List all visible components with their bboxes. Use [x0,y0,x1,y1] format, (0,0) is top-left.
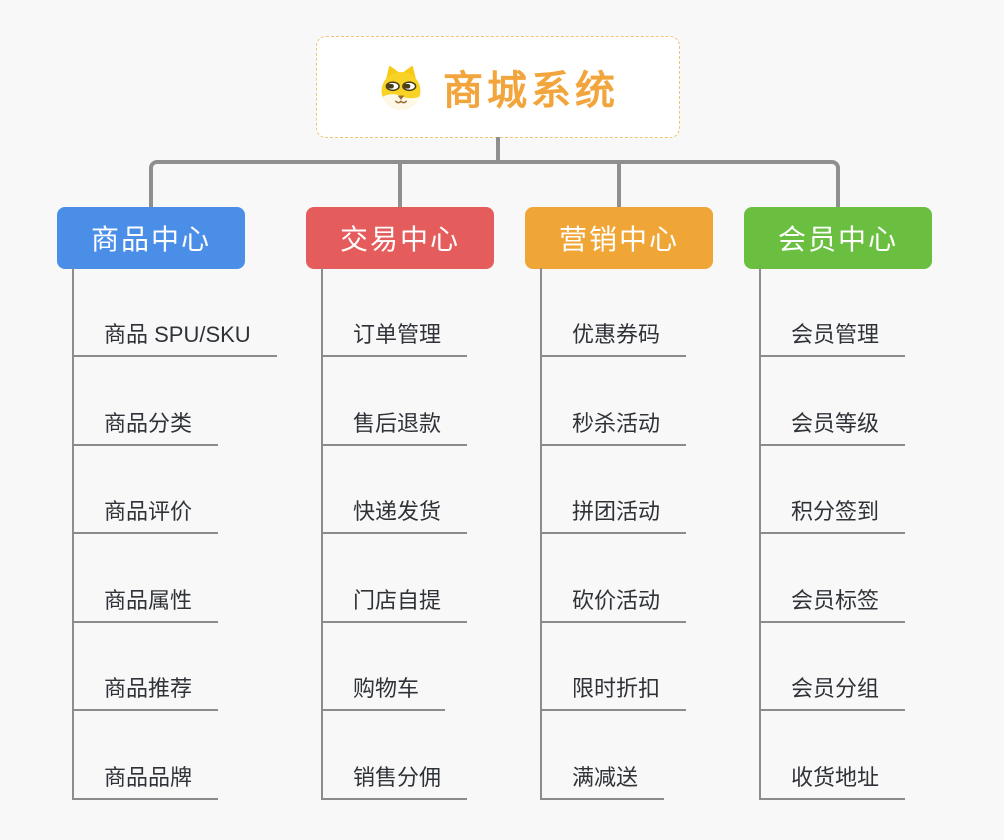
branch-box-marketing[interactable]: 营销中心 [525,207,713,269]
item-label: 优惠券码 [572,322,661,347]
mindmap-item[interactable]: 收货地址 [759,758,906,800]
dog-face-icon [381,66,421,110]
mindmap-item[interactable]: 门店自提 [321,581,468,623]
item-label: 砍价活动 [572,588,661,613]
mindmap-item[interactable]: 订单管理 [321,315,468,357]
mindmap-item[interactable]: 会员管理 [759,315,906,357]
item-label: 会员管理 [791,322,880,347]
branch-trunk-member [759,268,761,800]
mindmap-item[interactable]: 优惠券码 [540,315,687,357]
branch-trunk-product [72,268,74,800]
branch-box-member[interactable]: 会员中心 [744,207,932,269]
connector-drop-marketing [617,162,621,207]
root-title: 商城系统 [443,69,619,113]
mindmap-item[interactable]: 商品分类 [72,404,219,446]
item-label: 购物车 [353,676,420,701]
branch-box-product[interactable]: 商品中心 [57,207,245,269]
item-label: 商品分类 [104,411,193,436]
mindmap-item[interactable]: 满减送 [540,758,665,800]
mindmap-item[interactable]: 购物车 [321,669,446,711]
item-label: 积分签到 [791,499,880,524]
item-label: 商品推荐 [104,676,193,701]
mindmap-item[interactable]: 商品 SPU/SKU [72,315,277,357]
item-label: 限时折扣 [572,676,661,701]
mindmap-item[interactable]: 商品推荐 [72,669,219,711]
mindmap-item[interactable]: 秒杀活动 [540,404,687,446]
mindmap-item[interactable]: 商品属性 [72,581,219,623]
mindmap-item[interactable]: 会员等级 [759,404,906,446]
item-label: 商品属性 [104,588,193,613]
item-label: 销售分佣 [353,765,442,790]
mindmap-item[interactable]: 销售分佣 [321,758,468,800]
item-label: 快递发货 [353,499,442,524]
item-label: 拼团活动 [572,499,661,524]
item-label: 满减送 [572,765,639,790]
branch-trunk-trade [321,268,323,800]
connector-drop-trade [398,162,402,207]
item-label: 会员等级 [791,411,880,436]
item-label: 秒杀活动 [572,411,661,436]
mindmap-item[interactable]: 售后退款 [321,404,468,446]
item-label: 会员分组 [791,676,880,701]
mindmap-item[interactable]: 快递发货 [321,492,468,534]
mindmap-item[interactable]: 商品品牌 [72,758,219,800]
mindmap-item[interactable]: 砍价活动 [540,581,687,623]
item-label: 会员标签 [791,588,880,613]
branch-items-trade: 订单管理 售后退款 快递发货 门店自提 购物车 销售分佣 [321,268,571,808]
mindmap-item[interactable]: 拼团活动 [540,492,687,534]
mindmap-item[interactable]: 会员分组 [759,669,906,711]
branch-box-trade[interactable]: 交易中心 [306,207,494,269]
item-label: 订单管理 [353,322,442,347]
connector-root-stem [496,137,500,164]
mindmap-item[interactable]: 会员标签 [759,581,906,623]
item-label: 商品评价 [104,499,193,524]
branch-items-marketing: 优惠券码 秒杀活动 拼团活动 砍价活动 限时折扣 满减送 [540,268,790,808]
connector-bus [149,160,840,207]
branch-items-member: 会员管理 会员等级 积分签到 会员标签 会员分组 收货地址 [759,268,1004,808]
item-label: 商品品牌 [104,765,193,790]
mindmap-item[interactable]: 限时折扣 [540,669,687,711]
root-node[interactable]: 商城系统 [316,36,680,138]
item-label: 门店自提 [353,588,442,613]
branch-items-product: 商品 SPU/SKU 商品分类 商品评价 商品属性 商品推荐 商品品牌 [72,268,322,808]
mindmap-item[interactable]: 积分签到 [759,492,906,534]
item-label: 商品 SPU/SKU [104,322,251,347]
branch-trunk-marketing [540,268,542,800]
mindmap-item[interactable]: 商品评价 [72,492,219,534]
item-label: 收货地址 [791,765,880,790]
item-label: 售后退款 [353,411,442,436]
